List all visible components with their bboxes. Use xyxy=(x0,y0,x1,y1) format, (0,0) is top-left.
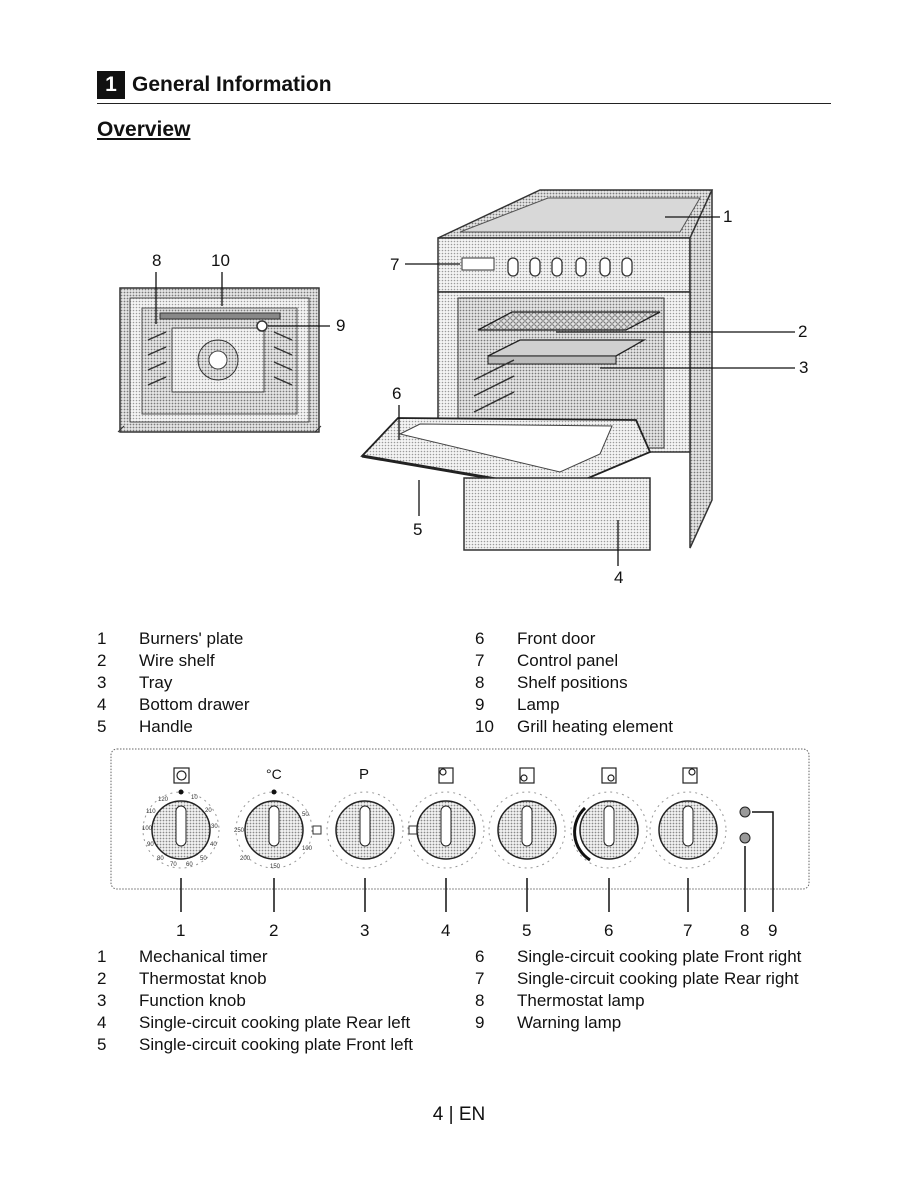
callout-5: 5 xyxy=(413,520,423,539)
page-language: EN xyxy=(458,1104,486,1125)
knob-rear-left xyxy=(407,791,485,869)
page-number: 4 xyxy=(432,1104,444,1125)
timer-scale-label: 120 xyxy=(158,797,169,803)
panel-callout-2: 2 xyxy=(269,921,279,940)
panel-callout-6: 6 xyxy=(604,921,614,940)
header-divider xyxy=(97,103,831,104)
thermostat-scale-label: 150 xyxy=(270,864,281,870)
callout-10: 10 xyxy=(211,251,230,270)
hob-rear-right-icon xyxy=(682,767,698,784)
knob-front-left xyxy=(488,791,566,869)
thermostat-symbol: °C xyxy=(266,766,282,782)
hob-rear-left-icon xyxy=(438,767,454,784)
knob-function xyxy=(312,791,418,869)
callout-3: 3 xyxy=(799,358,809,377)
timer-scale-label: 110 xyxy=(146,809,156,815)
timer-scale-label: 60 xyxy=(186,862,193,868)
page-footer: 4 | EN xyxy=(0,1104,918,1126)
warning-lamp-indicator xyxy=(739,806,751,818)
panel-callout-3: 3 xyxy=(360,921,370,940)
panel-leader-lines xyxy=(180,811,774,912)
page-subtitle: Overview xyxy=(97,118,191,141)
panel-callout-4: 4 xyxy=(441,921,451,940)
thermostat-lamp-indicator xyxy=(739,832,751,844)
knob-rear-right xyxy=(649,791,727,869)
thermostat-scale-label: 100 xyxy=(302,846,313,852)
callout-4: 4 xyxy=(614,568,624,587)
hob-front-right-icon xyxy=(601,767,617,784)
thermostat-scale-label: 250 xyxy=(234,828,245,834)
callout-2: 2 xyxy=(798,322,808,341)
panel-callout-9: 9 xyxy=(768,921,778,940)
knob-timer xyxy=(142,789,220,869)
oven-cavity-drawing xyxy=(117,287,322,433)
hob-front-left-icon xyxy=(519,767,535,784)
clock-icon xyxy=(176,770,187,781)
timer-scale-label: 80 xyxy=(157,856,164,862)
timer-scale-label: 90 xyxy=(147,842,154,848)
timer-scale-label: 70 xyxy=(170,862,177,868)
control-panel-frame xyxy=(110,748,810,890)
panel-callout-5: 5 xyxy=(522,921,532,940)
thermostat-scale-label: 200 xyxy=(240,856,251,862)
callout-6: 6 xyxy=(392,384,402,403)
timer-scale-label: 50 xyxy=(200,856,207,862)
timer-scale-label: 100 xyxy=(142,826,153,832)
footer-separator: | xyxy=(448,1104,454,1125)
thermostat-scale-label: 50 xyxy=(302,812,309,818)
callout-9: 9 xyxy=(336,316,346,335)
cooker-body-drawing xyxy=(360,189,714,551)
callout-leader-lines xyxy=(155,216,795,566)
timer-symbol-icon xyxy=(173,767,190,784)
timer-scale-label: 10 xyxy=(191,795,198,801)
panel-callout-8: 8 xyxy=(740,921,750,940)
knob-thermostat xyxy=(235,789,313,869)
timer-scale-label: 20 xyxy=(205,808,212,814)
timer-scale-label: 30 xyxy=(211,824,218,830)
callout-7: 7 xyxy=(390,255,400,274)
panel-callout-7: 7 xyxy=(683,921,693,940)
panel-callout-1: 1 xyxy=(176,921,186,940)
section-title: General Information xyxy=(132,73,332,96)
section-number-badge: 1 xyxy=(97,71,125,99)
callout-1: 1 xyxy=(723,207,733,226)
knob-front-right xyxy=(570,791,648,869)
callout-8: 8 xyxy=(152,251,162,270)
function-symbol: P xyxy=(359,766,370,783)
timer-scale-label: 40 xyxy=(210,842,217,848)
